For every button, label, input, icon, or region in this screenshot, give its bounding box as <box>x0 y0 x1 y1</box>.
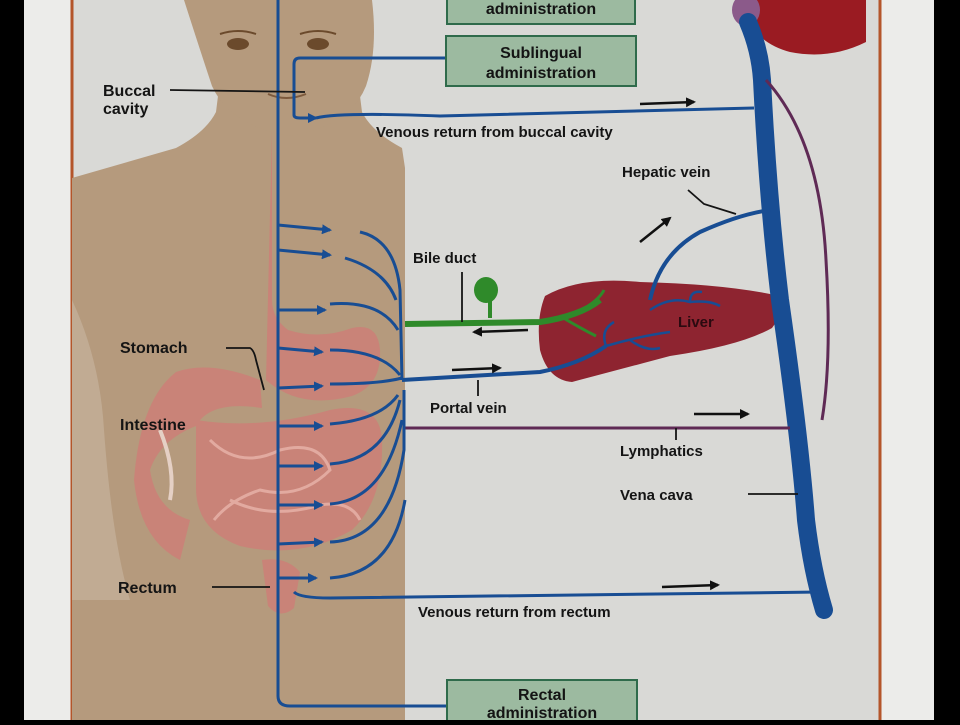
liver <box>538 280 781 382</box>
portal-vein-label: Portal vein <box>430 400 507 417</box>
liver-veins <box>603 290 721 351</box>
bile-duct-label: Bile duct <box>413 250 476 267</box>
portal-vein <box>401 344 608 382</box>
face-features <box>219 30 337 99</box>
administration-lines <box>276 0 821 708</box>
hepatic-vein <box>648 208 771 301</box>
rectal-administration-box: Rectal administration <box>446 679 638 725</box>
sublingual-box-line1: Sublingual <box>500 45 582 62</box>
rectum-label: Rectum <box>118 580 177 597</box>
buccal-label-line1: Buccal <box>103 83 155 100</box>
top-administration-box: administration <box>446 0 636 25</box>
vena-cava-label: Vena cava <box>620 487 693 504</box>
bile-duct <box>404 277 606 338</box>
rectal-box-line1: Rectal <box>518 687 566 704</box>
venous-return-buccal-label: Venous return from buccal cavity <box>376 124 613 141</box>
lymphatics-label: Lymphatics <box>620 443 703 460</box>
flow-arrows <box>451 97 750 591</box>
vena-cava <box>739 13 833 619</box>
intestine-label: Intestine <box>120 417 186 434</box>
sublingual-administration-box: Sublingual administration <box>445 35 637 87</box>
leader-lines <box>169 89 798 588</box>
hepatic-vein-label: Hepatic vein <box>622 164 710 181</box>
top-box-text: administration <box>486 1 596 18</box>
sublingual-box-line2: administration <box>486 65 596 82</box>
rectal-box-line2: administration <box>487 705 597 720</box>
venous-return-rectum-label: Venous return from rectum <box>418 604 611 621</box>
liver-label: Liver <box>678 314 714 331</box>
buccal-label-line2: cavity <box>103 101 148 118</box>
mesenteric-veins <box>329 230 407 580</box>
stomach-label: Stomach <box>120 340 188 357</box>
